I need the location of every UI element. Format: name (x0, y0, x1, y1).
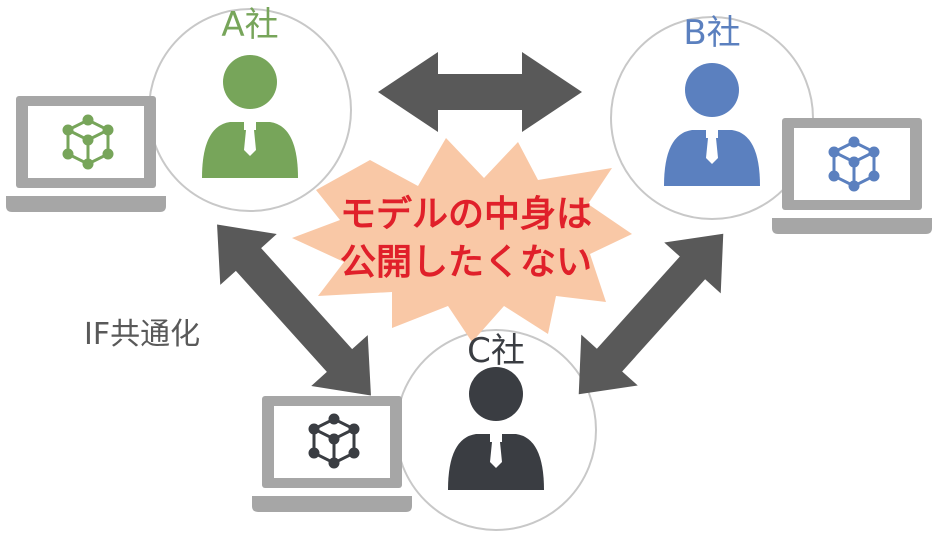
if-standardization-caption: IF共通化 (84, 317, 200, 352)
double-arrow-icon-b-c (578, 233, 724, 395)
double-arrow-icon-a-b (378, 52, 582, 132)
laptop-icon-a (6, 96, 166, 212)
company-label-b: B社 (683, 13, 740, 53)
double-arrow-icon-a-c (217, 224, 371, 396)
company-label-c: C社 (467, 331, 525, 371)
laptop-icon-b (772, 118, 932, 234)
company-label-a: A社 (221, 5, 278, 45)
burst-shape (292, 138, 632, 342)
burst-text-line2: 公開したくない (340, 242, 592, 283)
laptop-icon-c (252, 396, 412, 512)
burst-text-line1: モデルの中身は (340, 193, 592, 235)
